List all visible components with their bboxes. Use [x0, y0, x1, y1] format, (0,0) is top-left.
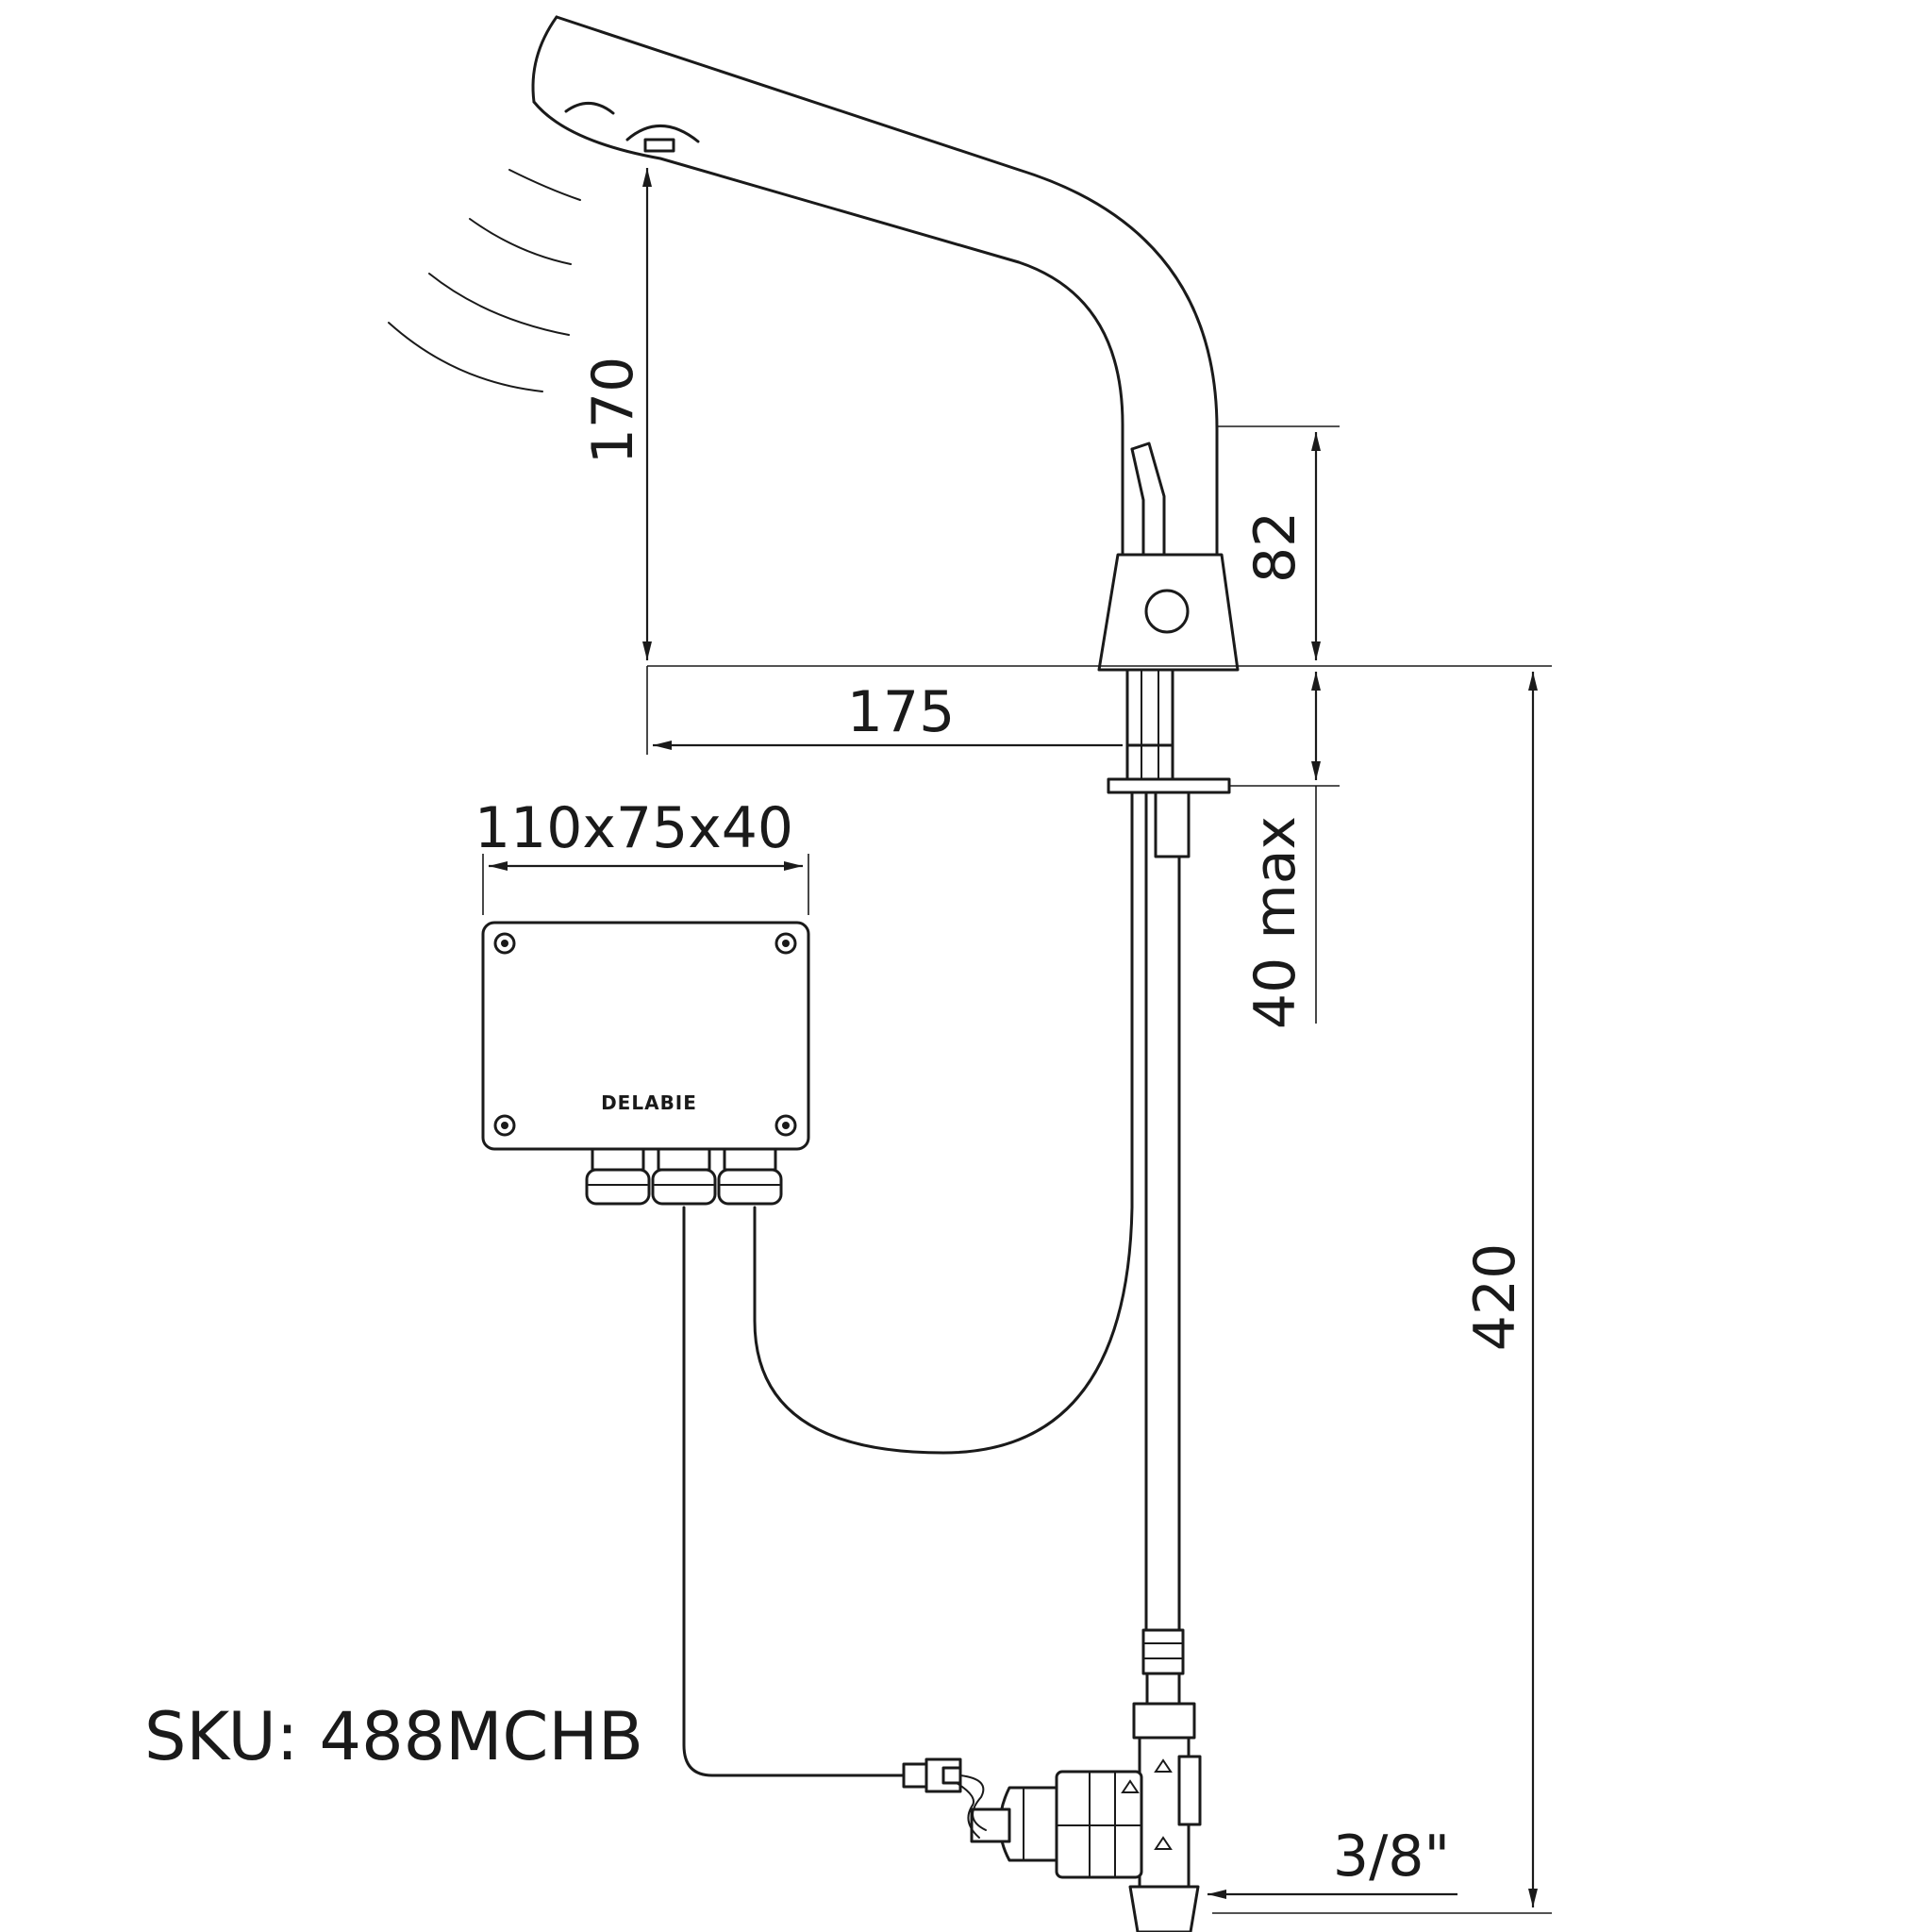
dimension-170: 170 [580, 168, 652, 660]
tap-spout [531, 15, 1219, 568]
dimension-175: 175 [646, 666, 1123, 755]
dimension-420: 420 [1212, 672, 1552, 1914]
dimension-label: 82 [1242, 511, 1308, 583]
control-box: DELABIE [481, 921, 810, 1151]
hose-nut [1141, 1628, 1185, 1675]
dimension-box: 110x75x40 [475, 795, 809, 915]
brand-label: DELABIE [601, 1091, 697, 1114]
tap-body [1097, 553, 1240, 672]
dimension-connection: 3/8" [1208, 1824, 1457, 1899]
dimension-label: 175 [847, 679, 956, 745]
dimension-40max: 40 max [1229, 672, 1340, 1029]
sensor-window-icon [643, 138, 675, 153]
sensor-cable [753, 791, 1134, 1455]
deck-plate [1107, 777, 1231, 794]
dimension-label: 40 max [1242, 816, 1308, 1029]
cable-glands [585, 1147, 783, 1206]
lever-pivot-icon [1144, 589, 1190, 634]
dimension-label: 110x75x40 [475, 795, 793, 861]
tap-shank [1107, 668, 1231, 858]
flexible-hose [1128, 791, 1202, 1932]
sensor-waves [388, 169, 581, 392]
dimension-82: 82 [1217, 425, 1340, 660]
solenoid-valve [970, 1770, 1143, 1879]
screw-icon [774, 932, 797, 955]
dimension-label: 420 [1462, 1243, 1528, 1352]
dimension-label: 170 [580, 357, 646, 465]
solenoid-cable [682, 1206, 987, 1839]
cable-connector [902, 1762, 928, 1789]
dimension-label: 3/8" [1333, 1824, 1450, 1890]
sku-label: SKU: 488MCHB [144, 1698, 643, 1775]
screw-icon [493, 932, 516, 955]
inlet-fitting [1128, 1885, 1200, 1932]
screw-icon [493, 1114, 516, 1137]
fixing-rod [1154, 791, 1191, 858]
screw-icon [774, 1114, 797, 1137]
